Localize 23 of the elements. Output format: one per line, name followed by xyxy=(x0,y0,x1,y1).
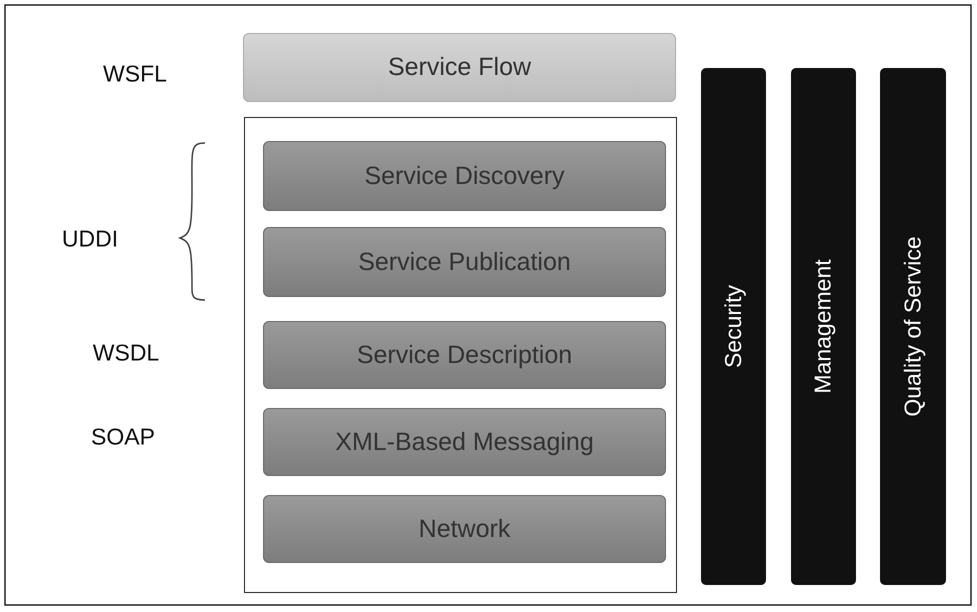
layer-band xyxy=(243,33,676,102)
layer-label: Service Publication xyxy=(358,248,571,276)
stack-frame xyxy=(244,117,677,593)
layer-label: Service Discovery xyxy=(364,162,565,190)
layer-label: Security xyxy=(720,284,747,368)
layer-band xyxy=(263,408,666,476)
layer-label: Management xyxy=(810,259,837,394)
vertical-bar xyxy=(701,68,766,585)
layer-band xyxy=(263,141,666,211)
protocol-label: UDDI xyxy=(62,226,118,252)
protocol-label: WSDL xyxy=(92,340,160,366)
layer-band xyxy=(263,227,666,297)
layer-band xyxy=(263,321,666,389)
layer-label: Quality of Service xyxy=(900,236,926,417)
vertical-bar xyxy=(880,68,946,585)
layer-label: Network xyxy=(418,514,510,544)
layer-band xyxy=(263,495,666,563)
protocol-label: SOAP xyxy=(91,424,155,450)
protocol-label: WSFL xyxy=(103,60,167,88)
vertical-bar xyxy=(791,68,856,585)
layer-label: Service Flow xyxy=(388,53,532,82)
layer-label: XML-Based Messaging xyxy=(335,428,594,456)
layer-label: Service Description xyxy=(356,340,572,370)
